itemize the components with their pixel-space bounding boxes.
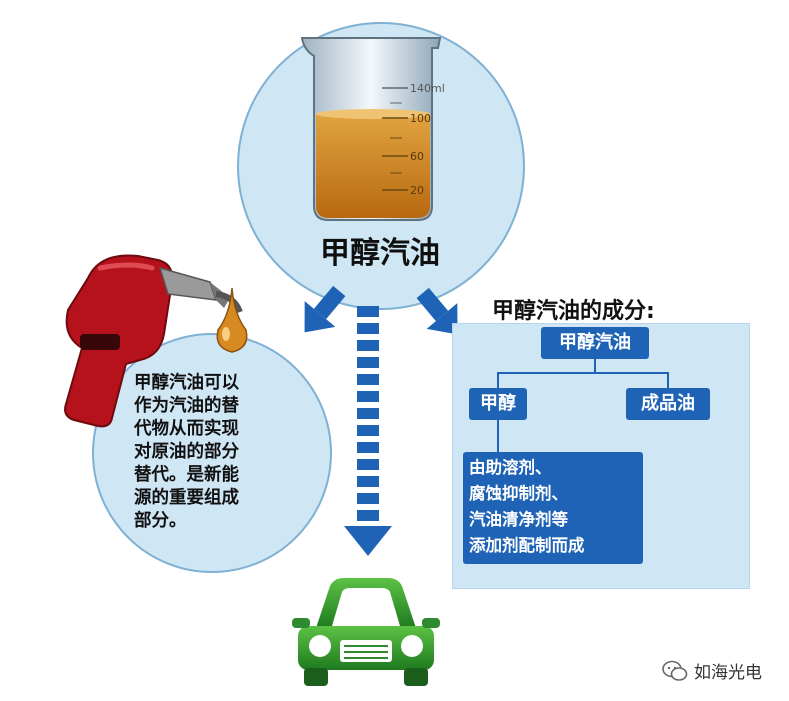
beaker-scale-140: 140ml — [410, 82, 445, 95]
wechat-icon — [662, 660, 688, 681]
uses-line: 替代。是新能 — [134, 465, 239, 485]
uses-line: 对原油的部分 — [134, 442, 239, 462]
additive-line: 添加剂配制而成 — [469, 536, 585, 555]
beaker-scale-20: 20 — [410, 184, 424, 197]
additive-line: 腐蚀抑制剂、 — [469, 484, 568, 503]
uses-line: 甲醇汽油可以 — [134, 373, 239, 393]
additive-line: 汽油清净剂等 — [469, 510, 568, 529]
watermark: 如海光电 — [662, 658, 762, 683]
arrows-group — [304, 285, 458, 556]
uses-description: 甲醇汽油可以 作为汽油的替 代物从而实现 对原油的部分 替代。是新能 源的重要组… — [134, 372, 304, 533]
uses-line: 源的重要组成 — [134, 488, 239, 508]
composition-connectors — [497, 359, 669, 452]
fuel-nozzle-icon — [64, 254, 243, 428]
beaker-scale-60: 60 — [410, 150, 424, 163]
fuel-drop-icon — [216, 287, 248, 353]
composition-title: 甲醇汽油的成分: — [492, 299, 655, 324]
beaker-scale-100: 100 — [410, 112, 431, 125]
main-title: 甲醇汽油 — [320, 236, 440, 271]
uses-line: 代物从而实现 — [134, 419, 239, 439]
uses-line: 部分。 — [134, 511, 187, 531]
uses-circle — [92, 333, 332, 573]
composition-root-box: 甲醇汽油 — [541, 327, 649, 359]
beaker-icon: 140ml 100 60 20 — [300, 37, 445, 221]
arrow-down-icon — [344, 306, 392, 556]
uses-line: 作为汽油的替 — [134, 396, 239, 416]
additives-box: 由助溶剂、 腐蚀抑制剂、 汽油清净剂等 添加剂配制而成 — [463, 452, 643, 564]
finished-oil-box: 成品油 — [626, 388, 710, 420]
methanol-box: 甲醇 — [469, 388, 527, 420]
car-icon — [292, 578, 440, 686]
arrow-left-icon — [304, 285, 346, 333]
additive-line: 由助溶剂、 — [469, 458, 552, 477]
watermark-text: 如海光电 — [694, 663, 762, 683]
arrow-right-icon — [416, 287, 458, 335]
